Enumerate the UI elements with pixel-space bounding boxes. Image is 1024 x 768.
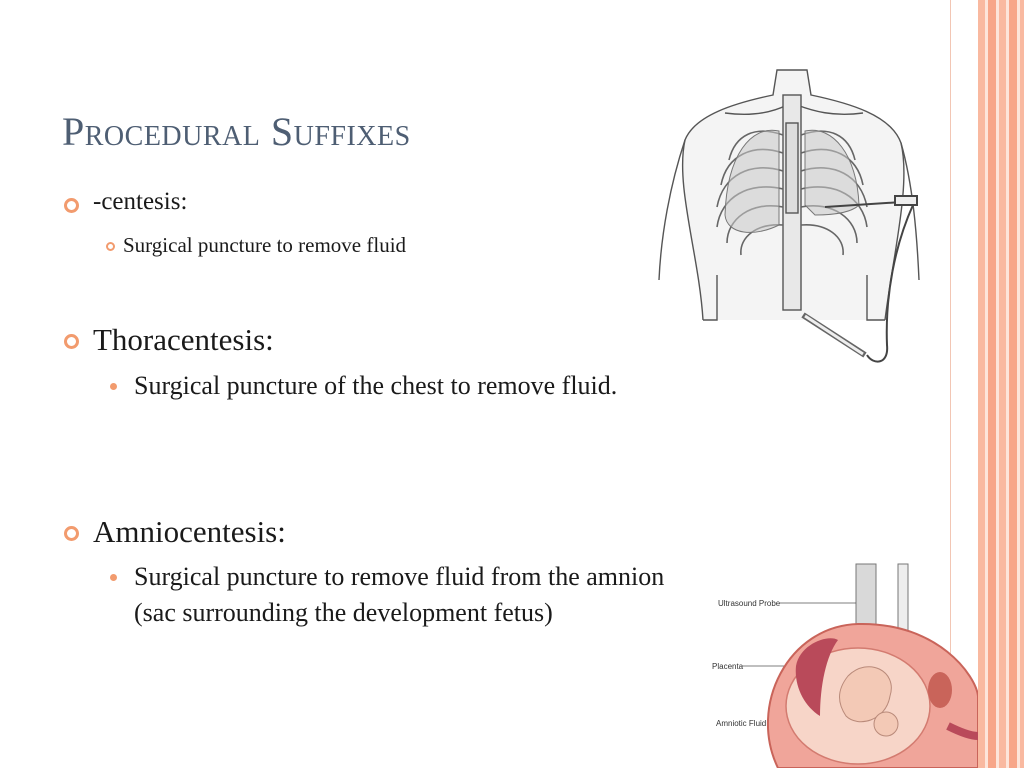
bullet-amniocentesis: Amniocentesis: [93,514,286,549]
decorative-side-panel [978,0,1024,768]
sub-bullet-centesis-definition: Surgical puncture to remove fluid [123,233,407,257]
ring-bullet-icon [64,526,79,541]
label-ultrasound-probe: Ultrasound Probe [718,599,781,608]
sub-bullet-amniocentesis-definition-line2: (sac surrounding the development fetus) [134,598,553,627]
frame-divider-line [950,0,951,768]
dot-bullet-icon [110,574,117,581]
ring-bullet-icon [106,242,115,251]
dot-bullet-icon [110,383,117,390]
label-placenta: Placenta [712,662,744,671]
amniocentesis-illustration: Ultrasound Probe Placenta Amniotic Fluid [712,563,978,768]
ring-bullet-icon [64,198,79,213]
label-amniotic-fluid: Amniotic Fluid [716,719,766,728]
sub-bullet-amniocentesis-definition-line1: Surgical puncture to remove fluid from t… [134,562,665,591]
bullet-thoracentesis: Thoracentesis: [93,322,274,357]
ring-bullet-icon [64,334,79,349]
thoracentesis-illustration [658,69,920,363]
slide-title: Procedural Suffixes [62,109,411,154]
sub-bullet-thoracentesis-definition: Surgical puncture of the chest to remove… [134,371,618,400]
bullet-centesis: -centesis: [93,188,188,215]
